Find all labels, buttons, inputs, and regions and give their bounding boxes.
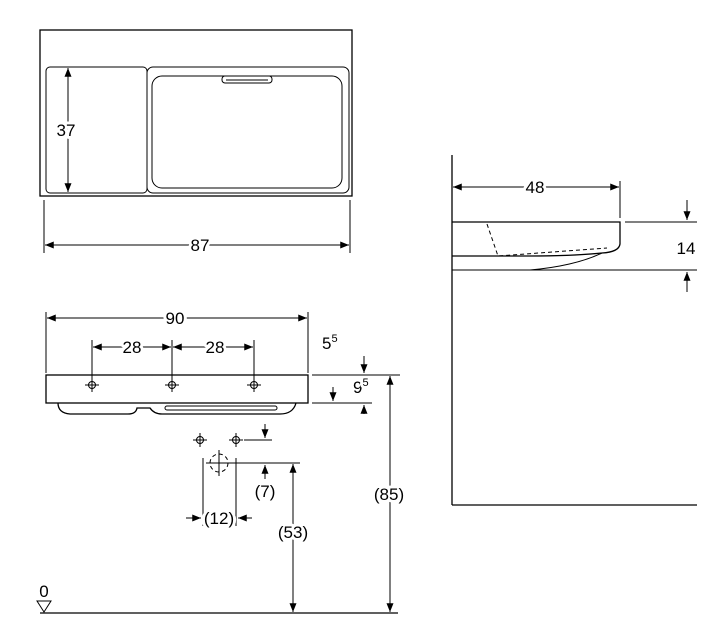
front-view: 90 28 28 55 95 (36, 306, 407, 614)
projection-dimension-label: 48 (526, 178, 545, 197)
tap-top-offset-label: 55 (322, 333, 338, 353)
side-view: 48 14 (451, 155, 698, 506)
depth-dimension-label: 37 (57, 121, 76, 140)
basin-bowl (151, 75, 343, 189)
tap-hole-center-icon (165, 378, 179, 392)
tap-hole-right-icon (247, 378, 261, 392)
front-slot (164, 405, 278, 411)
thickness-dimension-label: 14 (677, 239, 696, 258)
floor-level-marker-icon (36, 600, 52, 613)
overflow-slot (221, 75, 273, 84)
overall-width-label: 90 (166, 309, 185, 328)
top-view-outline (39, 29, 353, 197)
waste-mark-left-icon (193, 433, 207, 447)
basin-rim (146, 66, 350, 194)
hidden-bowl-line (486, 223, 608, 257)
basin-front-underside (57, 402, 297, 415)
width-dimension-label: 87 (191, 236, 210, 255)
waste-height-label: (53) (278, 523, 308, 542)
tap-spacing-left-label: 28 (123, 338, 142, 357)
tap-offset-label: 95 (353, 377, 369, 397)
rim-height-label: (85) (374, 485, 404, 504)
top-view: 37 87 (39, 29, 353, 258)
tap-hole-left-icon (85, 378, 99, 392)
tap-spacing-right-label: 28 (206, 338, 225, 357)
basin-front-outline (45, 374, 309, 404)
waste-offset-label: (7) (255, 482, 276, 501)
floor-level-label: 0 (39, 582, 48, 601)
waste-spacing-label: (12) (204, 509, 234, 528)
waste-mark-right-icon (229, 433, 243, 447)
basin-profile (452, 221, 621, 257)
waste-outlet-icon (206, 450, 232, 476)
